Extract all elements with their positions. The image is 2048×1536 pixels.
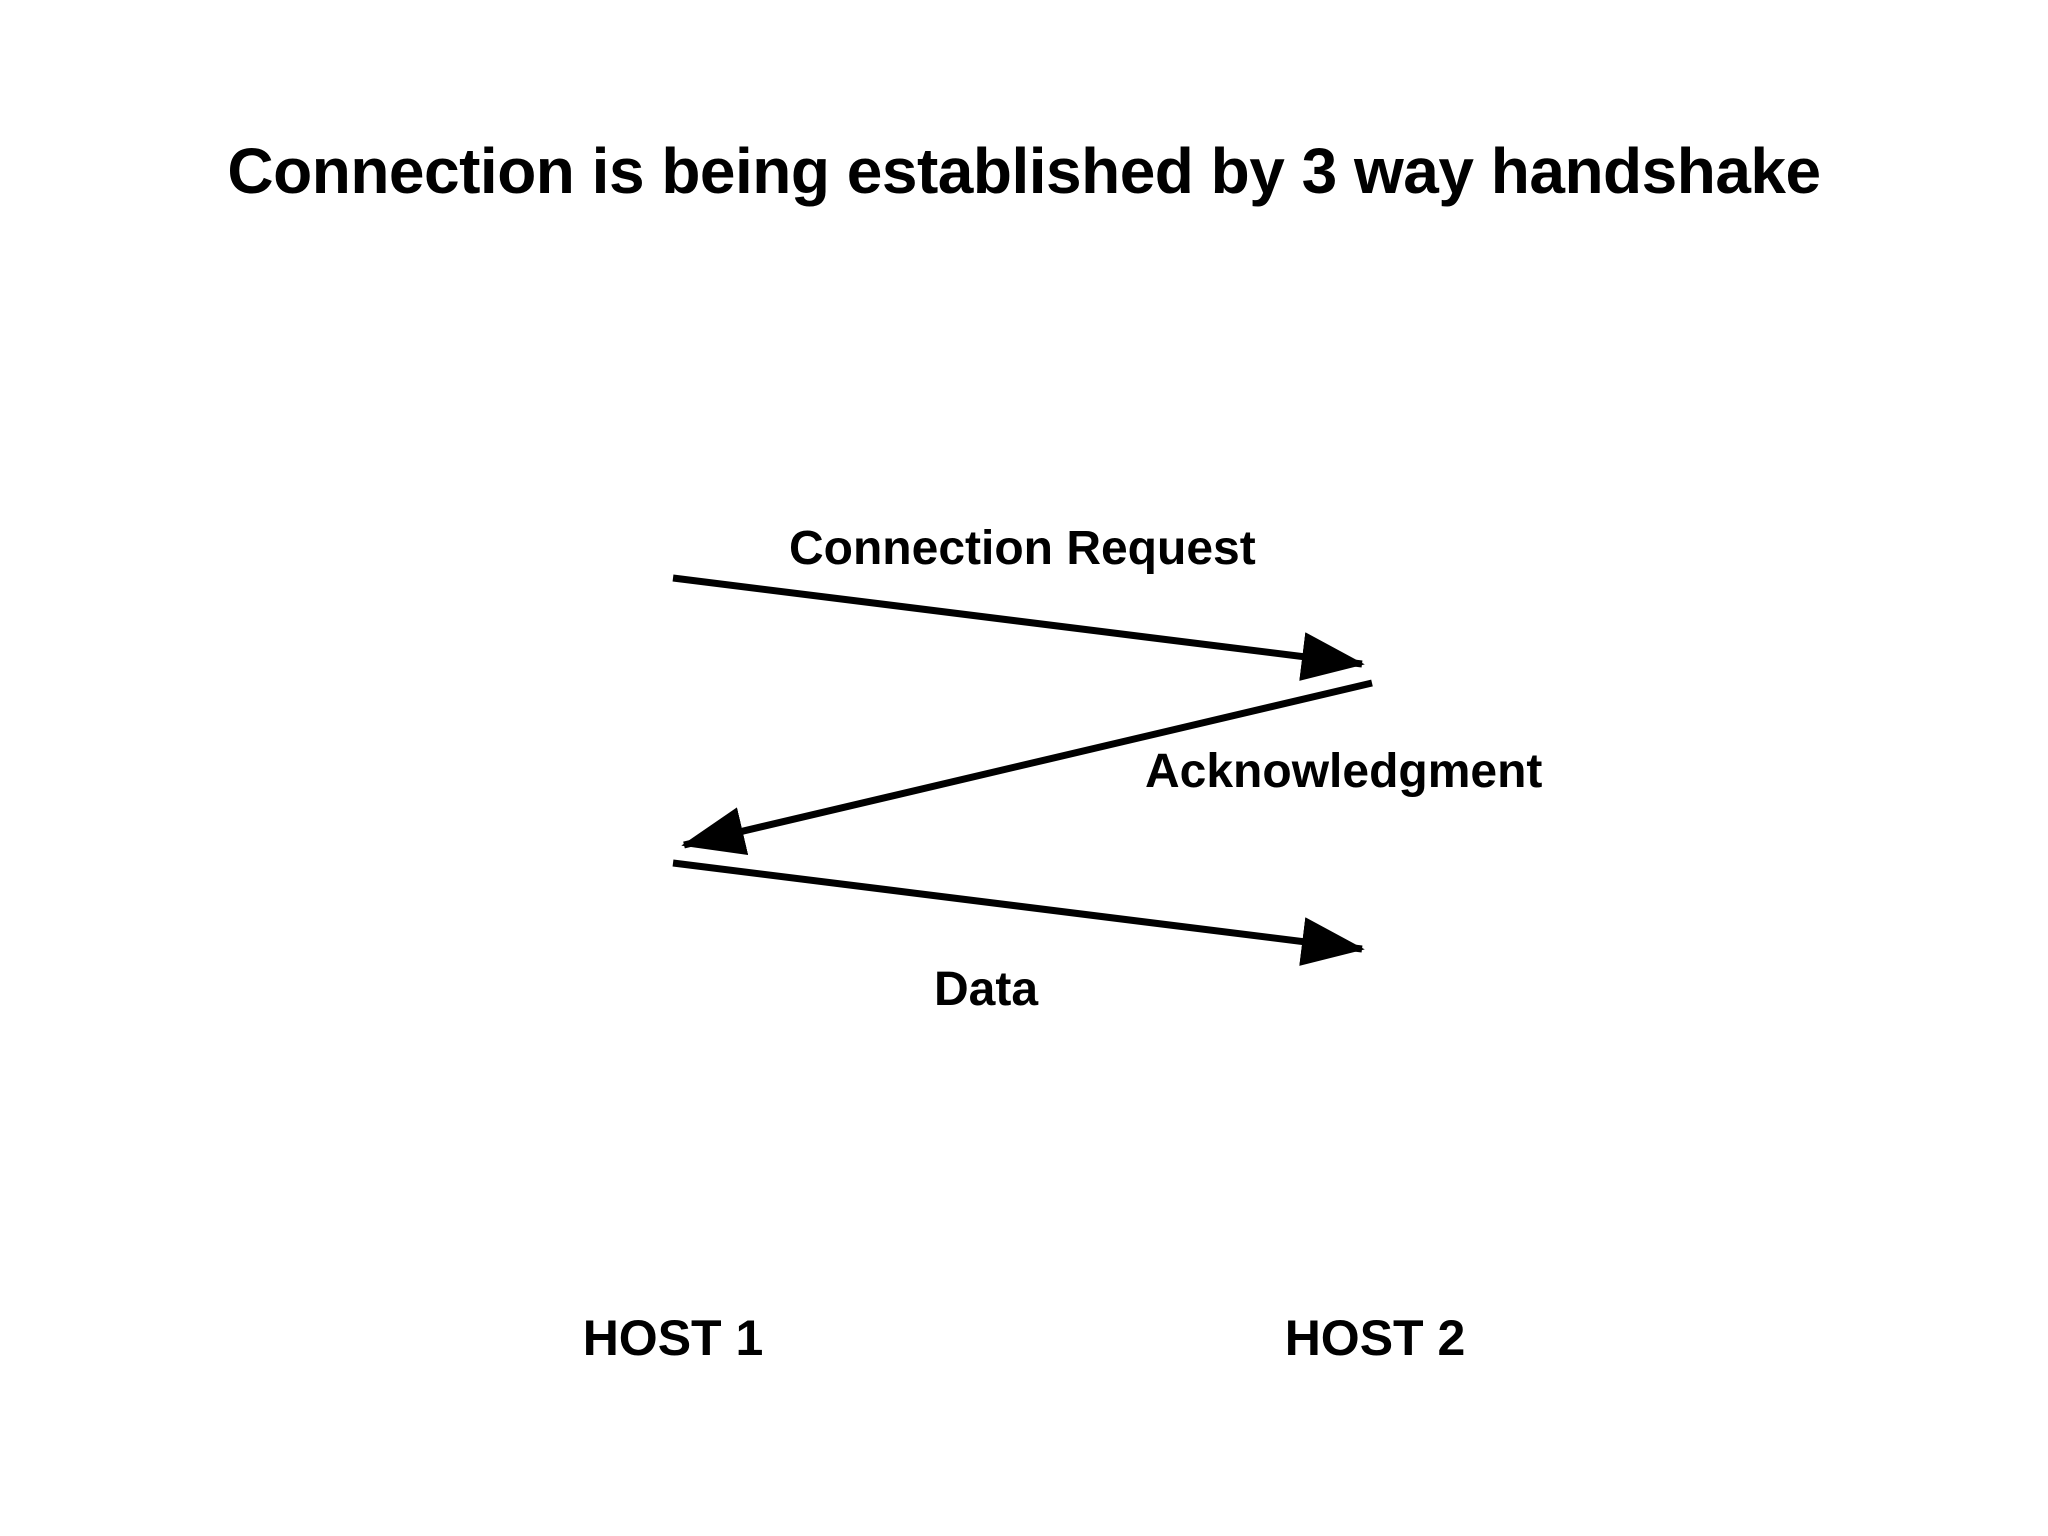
message-label-connection-request: Connection Request: [789, 522, 1256, 575]
host-label-1: HOST 1: [582, 1310, 764, 1366]
message-label-acknowledgment: Acknowledgment: [1145, 745, 1543, 798]
message-label-data: Data: [934, 963, 1039, 1016]
host-label-2: HOST 2: [1284, 1310, 1466, 1366]
arrow-data: [672, 859, 1365, 966]
arrow-connection-request: [672, 574, 1365, 681]
page-title: Connection is being established by 3 way…: [227, 135, 1821, 207]
